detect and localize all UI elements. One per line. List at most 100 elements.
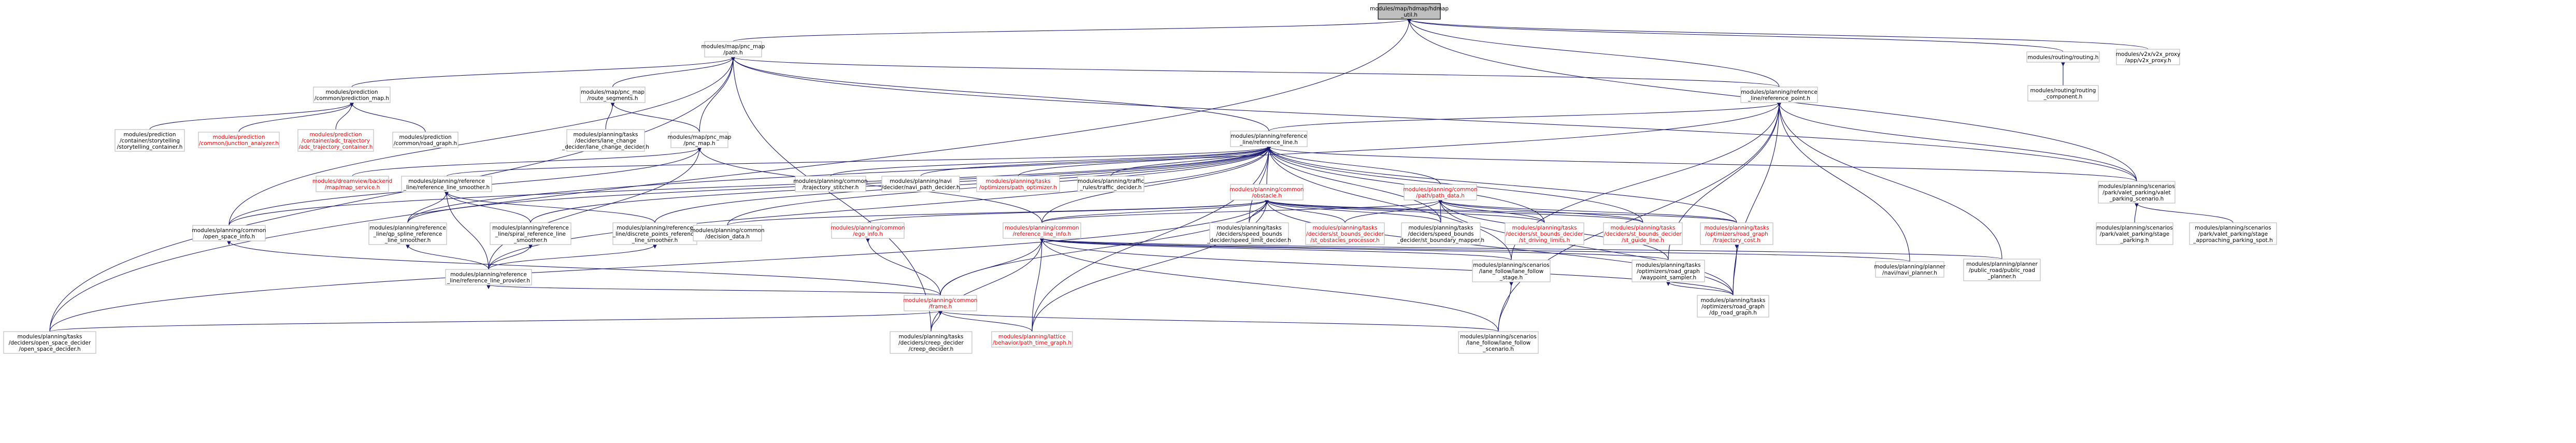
node-box[interactable] (693, 225, 762, 241)
node-public-road-planner[interactable]: modules/planning/planner/public_road/pub… (1963, 259, 2041, 281)
node-box[interactable] (313, 87, 391, 103)
node-routing-h[interactable]: modules/routing/routing.h (2026, 51, 2100, 63)
node-box[interactable] (1697, 295, 1769, 318)
node-reference-point[interactable]: modules/planning/reference_line/referenc… (1740, 87, 1818, 103)
node-box[interactable] (1230, 184, 1304, 201)
node-reference-line-smoother[interactable]: modules/planning/reference_line/referenc… (401, 176, 492, 192)
node-traffic-decider[interactable]: modules/planning/traffic_rules/traffic_d… (1077, 176, 1144, 192)
node-stage-approaching-parking-spot[interactable]: modules/planning/scenarios/park/valet_pa… (2189, 222, 2277, 245)
node-box[interactable] (704, 41, 762, 58)
node-box[interactable] (3, 331, 96, 354)
node-box[interactable] (1458, 331, 1539, 354)
node-box[interactable] (1209, 222, 1289, 245)
node-trajectory-cost[interactable]: modules/planning/tasks/optimizers/road_g… (1700, 222, 1773, 245)
node-box[interactable] (1404, 184, 1477, 201)
node-box[interactable] (890, 331, 972, 354)
node-storytelling-container[interactable]: modules/prediction/container/storytellin… (115, 129, 185, 152)
node-navi-planner[interactable]: modules/planning/planner/navi/navi_plann… (1874, 261, 1945, 278)
node-st-boundary-mapper[interactable]: modules/planning/tasks/deciders/speed_bo… (1397, 222, 1484, 245)
node-box[interactable] (2189, 222, 2277, 245)
node-valet-parking-scenario[interactable]: modules/planning/scenarios/park/valet_pa… (2098, 181, 2176, 204)
node-pnc-map[interactable]: modules/map/pnc_map/pnc_map.h (668, 132, 732, 148)
node-box[interactable] (2026, 51, 2100, 63)
node-box[interactable] (1401, 222, 1481, 245)
node-map-service[interactable]: modules/dreamview/backend/map/map_servic… (312, 176, 392, 192)
node-box[interactable] (612, 222, 697, 245)
node-trajectory-stitcher[interactable]: modules/planning/common/trajectory_stitc… (793, 176, 868, 192)
node-speed-limit-decider[interactable]: modules/planning/tasks/deciders/speed_bo… (1207, 222, 1291, 245)
node-lane-follow-stage[interactable]: modules/planning/scenarios/lane_follow/l… (1472, 260, 1551, 282)
node-st-driving-limits[interactable]: modules/planning/tasks/deciders/st_bound… (1505, 222, 1584, 245)
node-box[interactable] (2027, 85, 2099, 102)
node-obstacle[interactable]: modules/planning/common/obstacle.h (1229, 184, 1304, 201)
node-decision-data[interactable]: modules/planning/common/decision_data.h (690, 225, 765, 241)
node-box[interactable] (1700, 222, 1773, 245)
node-adc-trajectory-container[interactable]: modules/prediction/container/adc_traject… (297, 129, 374, 152)
node-root[interactable]: modules/map/hdmap/hdmap_util.h (1370, 3, 1449, 20)
node-box[interactable] (297, 129, 374, 152)
node-spiral-reference-line-smoother[interactable]: modules/planning/reference_line/spiral_r… (490, 222, 571, 245)
node-box[interactable] (1003, 222, 1081, 239)
node-box[interactable] (2116, 49, 2180, 65)
node-st-obstacles-processor[interactable]: modules/planning/tasks/deciders/st_bound… (1305, 222, 1385, 245)
node-creep-decider[interactable]: modules/planning/tasks/deciders/creep_de… (890, 331, 972, 354)
node-box[interactable] (795, 176, 866, 192)
node-routing-component[interactable]: modules/routing/routing_component.h (2027, 85, 2099, 102)
node-box[interactable] (368, 222, 447, 245)
node-box[interactable] (1378, 3, 1441, 20)
node-reference-line-provider[interactable]: modules/planning/reference_line/referenc… (445, 269, 532, 285)
node-box[interactable] (1963, 259, 2041, 281)
node-box[interactable] (881, 176, 960, 192)
node-box[interactable] (566, 129, 645, 152)
node-box[interactable] (490, 222, 571, 245)
node-box[interactable] (1875, 261, 1944, 278)
node-open-space-info[interactable]: modules/planning/common/open_space_info.… (192, 225, 266, 241)
node-box[interactable] (115, 129, 185, 152)
node-box[interactable] (1230, 131, 1308, 147)
node-box[interactable] (831, 222, 905, 239)
node-lane-change-decider[interactable]: modules/planning/tasks/deciders/lane_cha… (562, 129, 649, 152)
node-lane-follow-scenario[interactable]: modules/planning/scenarios/lane_follow/l… (1458, 331, 1539, 354)
node-box[interactable] (1740, 87, 1818, 103)
node-box[interactable] (192, 225, 266, 241)
node-box[interactable] (670, 132, 728, 148)
node-v2x-proxy[interactable]: modules/v2x/v2x_proxy/app/v2x_proxy.h (2116, 49, 2181, 65)
node-discrete-points-reference-line-smoother[interactable]: modules/planning/reference_line/discrete… (612, 222, 697, 245)
node-box[interactable] (991, 331, 1073, 348)
node-reference-line-info[interactable]: modules/planning/common/reference_line_i… (1003, 222, 1081, 239)
node-path-optimizer[interactable]: modules/planning/tasks/optimizers/path_o… (976, 176, 1060, 192)
node-stage-parking[interactable]: modules/planning/scenarios/park/valet_pa… (2096, 222, 2173, 245)
node-open-space-decider[interactable]: modules/planning/tasks/deciders/open_spa… (3, 331, 96, 354)
node-box[interactable] (392, 132, 459, 148)
node-box[interactable] (1632, 260, 1705, 282)
node-ego-info[interactable]: modules/planning/common/ego_info.h (831, 222, 905, 239)
node-box[interactable] (445, 269, 532, 285)
node-road-graph[interactable]: modules/prediction/common/road_graph.h (392, 132, 459, 148)
node-box[interactable] (198, 132, 280, 148)
node-box[interactable] (1603, 222, 1683, 245)
node-frame[interactable]: modules/planning/common/frame.h (903, 295, 978, 311)
node-box[interactable] (2098, 181, 2176, 204)
node-reference-line[interactable]: modules/planning/reference_line/referenc… (1230, 131, 1308, 147)
node-box[interactable] (1505, 222, 1584, 245)
node-dp-road-graph[interactable]: modules/planning/tasks/optimizers/road_g… (1697, 295, 1769, 318)
node-box[interactable] (580, 87, 646, 103)
node-waypoint-sampler[interactable]: modules/planning/tasks/optimizers/road_g… (1632, 260, 1705, 282)
node-qp-spline-reference-line-smoother[interactable]: modules/planning/reference_line/qp_splin… (368, 222, 447, 245)
node-box[interactable] (1077, 176, 1144, 192)
node-route-segments[interactable]: modules/map/pnc_map/route_segments.h (580, 87, 646, 103)
node-box[interactable] (1305, 222, 1385, 245)
node-pncmap-path[interactable]: modules/map/pnc_map/path.h (702, 41, 765, 58)
node-box[interactable] (316, 176, 389, 192)
node-box[interactable] (1472, 260, 1551, 282)
node-navi-path-decider[interactable]: modules/planning/navi/decider/navi_path_… (881, 176, 960, 192)
node-box[interactable] (904, 295, 977, 311)
node-junction-analyzer[interactable]: modules/prediction/common/junction_analy… (198, 132, 280, 148)
node-box[interactable] (976, 176, 1060, 192)
node-path-data[interactable]: modules/planning/common/path/path_data.h (1403, 184, 1478, 201)
node-box[interactable] (401, 176, 492, 192)
node-prediction-map[interactable]: modules/prediction/common/prediction_map… (313, 87, 391, 103)
node-st-guide-line[interactable]: modules/planning/tasks/deciders/st_bound… (1603, 222, 1683, 245)
node-path-time-graph[interactable]: modules/planning/lattice/behavior/path_t… (991, 331, 1073, 348)
node-box[interactable] (2096, 222, 2173, 245)
